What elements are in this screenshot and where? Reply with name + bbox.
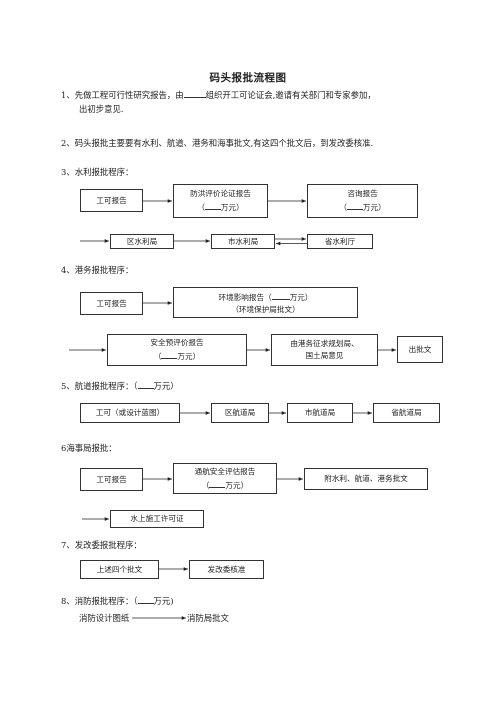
blank-field: [271, 290, 290, 300]
port-env-text-b: 万元）: [289, 292, 313, 302]
item-3-heading: 3、水利报批程序：: [61, 167, 134, 177]
water-gongke-label: 工可报告: [96, 195, 127, 205]
channel-district-label: 区航道局: [224, 408, 256, 417]
maritime-attach-box: 附水利、航道、港务批文: [304, 468, 428, 490]
item-4-heading: 4、港务报批程序：: [61, 265, 134, 275]
water-flood-cost-close: 万元）: [220, 203, 244, 212]
maritime-gongke-label: 工可报告: [96, 474, 127, 484]
item-8-heading: 8、消防报批程序：（ 万元): [61, 594, 174, 608]
water-consult-cost-open: （: [339, 203, 347, 212]
channel-city-label: 市航道局: [304, 408, 336, 417]
water-flood-label: 防洪评价论证报告: [190, 189, 251, 198]
port-planning-line-2: 国土局意见: [305, 351, 344, 360]
item-1-text-a: 1、先做工程可行性研究报告，由: [61, 90, 184, 100]
channel-city-box: 市航道局: [287, 403, 353, 423]
item-2: 2、码头报批主要要有水利、航道、港务和海事批文,有这四个批文后，到发改委核准.: [61, 138, 374, 148]
port-env-text-a: 环境影响报告（: [218, 292, 272, 302]
blank-field: [137, 379, 154, 389]
channel-start-box: 工可（或设计蓝图）: [80, 403, 180, 423]
blank-field: [204, 200, 221, 210]
maritime-nav-cost: （ 万元）: [202, 478, 248, 492]
channel-province-label: 省航道局: [391, 408, 422, 417]
water-district-box: 区水利局: [110, 234, 174, 249]
item-1-text-b: 组织开工可论证会,邀请有关部门和专家参加，: [205, 90, 376, 100]
item-5-text-a: 5、航道报批程序：（: [61, 381, 138, 391]
blank-field: [209, 478, 226, 488]
port-safety-label: 安全预评价报告: [150, 338, 204, 347]
water-city-label: 市水利局: [227, 236, 259, 246]
maritime-nav-label: 通航安全评估报告: [194, 466, 256, 476]
port-safety-cost-close: 万元）: [177, 352, 201, 361]
item-1-line-2: 出初步意见.: [79, 104, 124, 114]
item-5-heading: 5、航道报批程序：（ 万元）: [61, 379, 179, 393]
item-8-flow-to: 消防局批文: [187, 613, 229, 623]
item-8-text-b: 万元): [153, 596, 174, 606]
blank-field: [346, 200, 363, 210]
channel-province-box: 省航道局: [373, 403, 440, 423]
item-6-heading: 6海事局报批：: [61, 443, 117, 453]
item-8-flow-from: 消防设计图纸: [79, 613, 130, 623]
page-title: 码头报批流程图: [209, 72, 287, 84]
ndrc-to-label: 发改委核准: [207, 564, 246, 574]
item-7-heading: 7、发改委报批程序：: [61, 540, 142, 550]
maritime-nav-cost-open: （: [201, 480, 210, 490]
blank-field: [137, 594, 154, 604]
port-gongke-box: 工可报告: [80, 292, 143, 315]
water-consult-cost: （ 万元）: [339, 200, 385, 214]
channel-start-label: 工可（或设计蓝图）: [95, 408, 165, 417]
water-consult-label: 咨询报告: [347, 189, 378, 198]
channel-district-box: 区航道局: [211, 403, 269, 423]
water-district-label: 区水利局: [126, 236, 158, 246]
water-city-box: 市水利局: [211, 234, 275, 249]
water-flood-cost: （ 万元）: [197, 200, 243, 214]
water-gongke-box: 工可报告: [80, 189, 143, 212]
item-1-line-1: 1、先做工程可行性研究报告，由 组织开工可论证会,邀请有关部门和专家参加，: [61, 88, 376, 102]
port-env-line-2: （环境保护局批文）: [231, 304, 300, 314]
water-flood-report-box: 防洪评价论证报告 （ 万元）: [173, 184, 268, 218]
water-province-box: 省水利厅: [307, 234, 373, 249]
maritime-nav-cost-close: 万元）: [225, 480, 249, 490]
maritime-attach-label: 附水利、航道、港务批文: [324, 474, 408, 483]
ndrc-from-label: 上述四个批文: [96, 564, 143, 574]
maritime-nav-report-box: 通航安全评估报告 （ 万元）: [173, 463, 277, 494]
water-consult-report-box: 咨询报告 （ 万元）: [307, 184, 418, 218]
port-approval-label: 出批文: [408, 344, 432, 354]
ndrc-from-box: 上述四个批文: [80, 560, 159, 579]
port-safety-cost-open: （: [153, 352, 162, 361]
maritime-permit-label: 水上施工许可证: [130, 514, 184, 523]
ndrc-to-box: 发改委核准: [189, 560, 264, 579]
maritime-gongke-box: 工可报告: [80, 468, 143, 491]
blank-field: [161, 349, 178, 359]
water-province-label: 省水利厅: [324, 236, 356, 246]
blank-field: [183, 88, 206, 98]
port-gongke-label: 工可报告: [96, 298, 127, 308]
item-5-text-b: 万元）: [153, 381, 179, 391]
port-safety-cost: （ 万元）: [154, 349, 200, 363]
port-env-line-1: 环境影响报告（ 万元）: [219, 290, 313, 304]
port-safety-report-box: 安全预评价报告 （ 万元）: [107, 334, 247, 366]
port-planning-box: 由港务征求规划局、 国土局意见: [271, 334, 378, 366]
maritime-permit-box: 水上施工许可证: [110, 510, 204, 528]
item-8-text-a: 8、消防报批程序：（: [61, 596, 138, 606]
port-approval-box: 出批文: [397, 336, 443, 363]
port-planning-line-1: 由港务征求规划局、: [290, 339, 359, 348]
port-env-report-box: 环境影响报告（ 万元） （环境保护局批文）: [173, 287, 358, 318]
water-flood-cost-open: （: [197, 203, 205, 212]
water-consult-cost-close: 万元）: [362, 203, 386, 212]
